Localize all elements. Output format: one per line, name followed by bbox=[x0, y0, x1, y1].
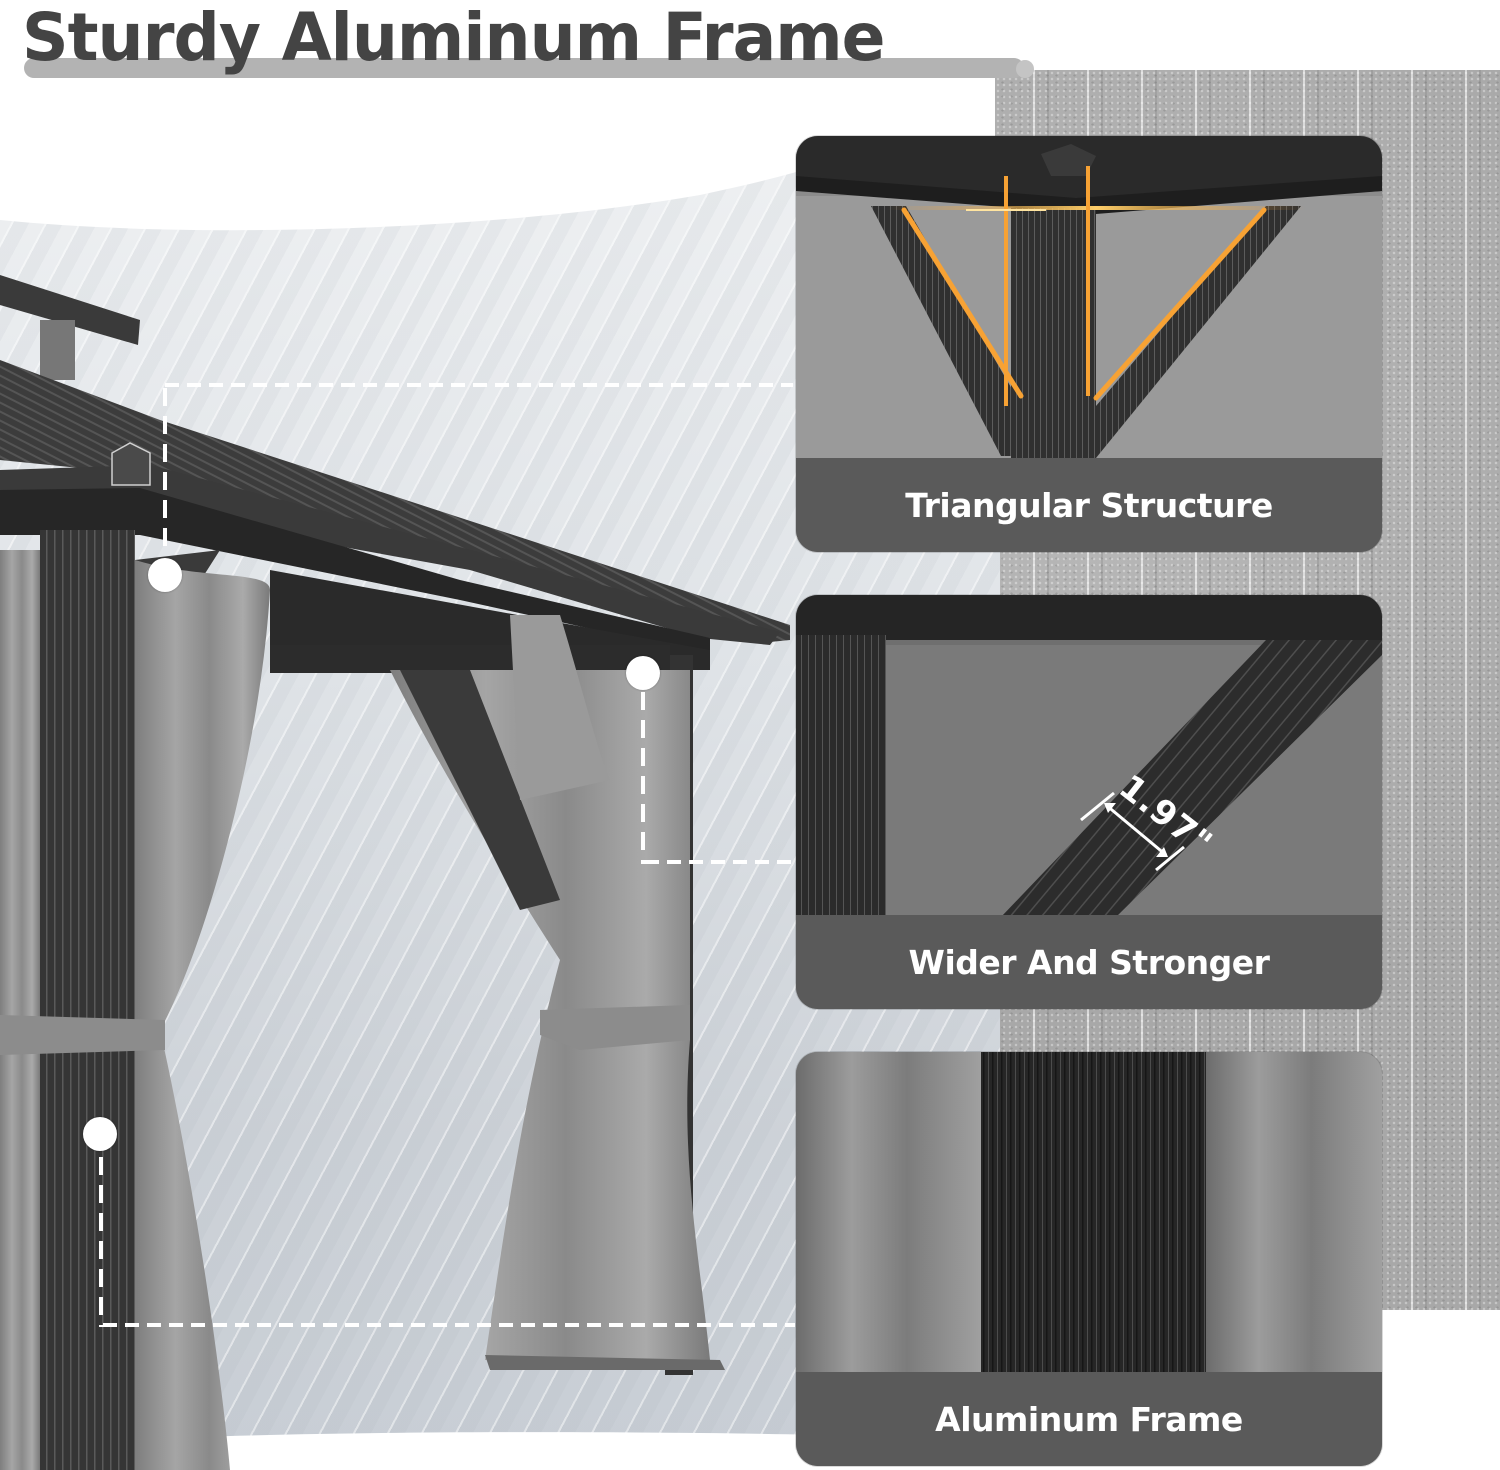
feature-photo-post-curtains bbox=[796, 1052, 1382, 1374]
feature-photo-diagonal-brace: 1.97" bbox=[796, 595, 1382, 917]
feature-caption: Triangular Structure bbox=[905, 485, 1273, 525]
title-underline-bar bbox=[24, 58, 1024, 78]
callout-dot-roof-corner[interactable] bbox=[148, 558, 182, 592]
post-curtains-image bbox=[796, 1052, 1382, 1374]
title-decor-dot bbox=[1016, 60, 1034, 78]
feature-card-wider-and-stronger: 1.97" Wider And Stronger bbox=[796, 595, 1382, 1009]
feature-photo-corner-bracket bbox=[796, 136, 1382, 458]
title-block: Sturdy Aluminum Frame bbox=[22, 0, 1024, 90]
callout-line-2-vertical bbox=[641, 692, 645, 864]
callout-line-3-horizontal bbox=[103, 1323, 795, 1327]
feature-card-triangular-structure: Triangular Structure bbox=[796, 136, 1382, 552]
caption-bar: Wider And Stronger bbox=[796, 915, 1382, 1009]
callout-line-1-vertical bbox=[163, 388, 167, 556]
diagonal-brace-image bbox=[796, 595, 1382, 917]
callout-line-2-horizontal bbox=[645, 860, 795, 864]
feature-caption: Wider And Stronger bbox=[908, 942, 1270, 982]
corner-bracket-image bbox=[796, 136, 1382, 458]
callout-line-1-horizontal bbox=[165, 383, 793, 387]
feature-card-aluminum-frame: Aluminum Frame bbox=[796, 1052, 1382, 1466]
page-title: Sturdy Aluminum Frame bbox=[22, 0, 886, 76]
caption-bar: Aluminum Frame bbox=[796, 1372, 1382, 1466]
gazebo-drawing bbox=[0, 275, 790, 1470]
feature-caption: Aluminum Frame bbox=[935, 1399, 1243, 1439]
callout-line-3-vertical bbox=[99, 1157, 103, 1327]
caption-bar: Triangular Structure bbox=[796, 458, 1382, 552]
callout-dot-front-post[interactable] bbox=[83, 1117, 117, 1151]
callout-dot-rear-post[interactable] bbox=[626, 656, 660, 690]
gazebo-illustration bbox=[0, 260, 800, 1470]
